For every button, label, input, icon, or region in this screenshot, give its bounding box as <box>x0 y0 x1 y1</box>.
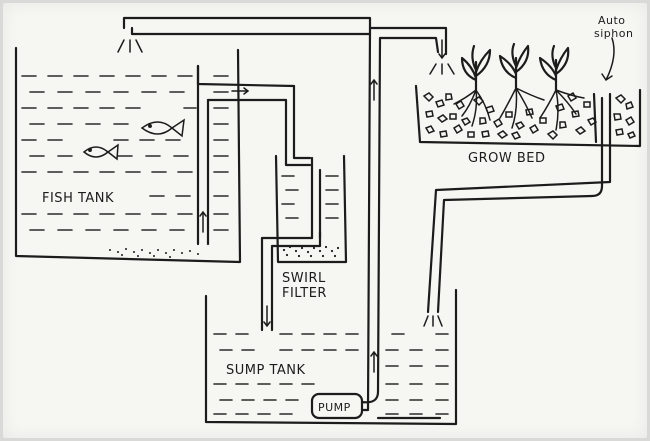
sump-tank-label: SUMP TANK <box>226 363 306 378</box>
arrow-up-icon <box>370 78 378 101</box>
fish-tank-sediment <box>109 248 199 258</box>
arrow-up-icon <box>370 350 378 373</box>
auto-siphon-label-2: siphon <box>594 27 633 40</box>
plant-icon <box>538 44 570 92</box>
auto-siphon: Auto siphon <box>423 14 633 327</box>
spray-icon <box>429 63 455 75</box>
fish-tank-outline <box>14 46 242 264</box>
fish-tank-standpipe <box>196 64 312 246</box>
spray-icon <box>423 315 443 327</box>
arrow-down-icon <box>263 305 271 328</box>
sump-tank: SUMP TANK PUMP <box>204 288 458 426</box>
spray-icon <box>117 39 143 53</box>
swirl-filter: SWIRL FILTER <box>274 154 348 301</box>
swirl-filter-label-2: FILTER <box>282 286 327 301</box>
grow-bed-label: GROW BED <box>468 151 545 166</box>
plant-icon <box>460 44 492 92</box>
arrow-down-icon <box>438 39 446 60</box>
grow-bed: GROW BED <box>414 42 642 166</box>
fish-tank: FISH TANK <box>14 46 242 264</box>
pointer-arrow-icon <box>601 37 615 82</box>
swirl-filter-label-1: SWIRL <box>282 271 326 286</box>
fish-icon <box>140 118 185 138</box>
plant-icon <box>498 42 530 90</box>
fish-icon-2 <box>82 143 119 161</box>
plant-roots <box>453 87 585 131</box>
arrow-up-icon <box>199 210 207 233</box>
fish-tank-water <box>21 75 229 231</box>
auto-siphon-label-1: Auto <box>598 14 626 27</box>
pump-box <box>310 392 364 420</box>
pump-label: PUMP <box>318 401 351 414</box>
grow-bed-media <box>422 91 637 141</box>
arrow-right-icon <box>231 87 250 95</box>
fish-tank-label: FISH TANK <box>42 191 114 206</box>
filter-to-sump-pipe <box>260 230 322 332</box>
pump-return-pipe <box>117 16 455 412</box>
